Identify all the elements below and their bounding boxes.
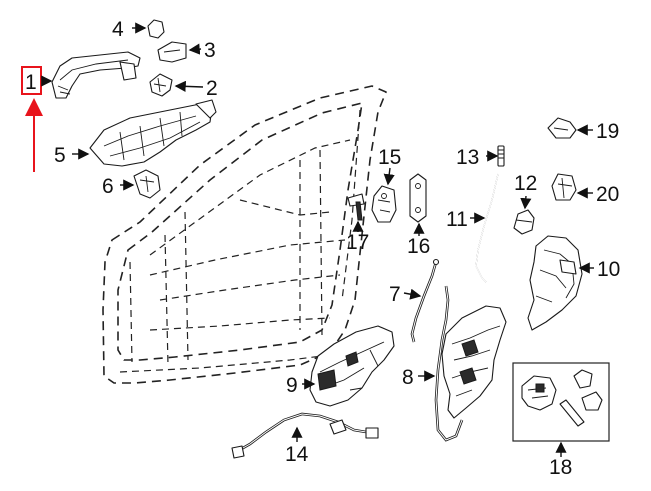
part-10-latch-cover[interactable] (527, 235, 583, 331)
callout-13: 13 (456, 146, 479, 169)
part-2-handle-bracket[interactable] (149, 73, 173, 97)
callout-10: 10 (597, 258, 620, 281)
part-18-repair-kit[interactable] (512, 362, 610, 442)
part-3-cover-cap[interactable] (157, 41, 187, 63)
part-19-clip[interactable] (547, 117, 577, 139)
part-15-striker-bracket[interactable] (371, 185, 397, 223)
part-16-shim-plate[interactable] (409, 173, 427, 223)
callout-17: 17 (346, 231, 369, 254)
part-1-outside-handle[interactable] (51, 51, 141, 99)
callout-5: 5 (54, 144, 66, 167)
callout-7: 7 (389, 283, 401, 306)
callout-11: 11 (446, 208, 468, 231)
part-14-inside-handle-cable[interactable] (231, 412, 379, 459)
part-9-latch-bracket[interactable] (309, 325, 395, 407)
part-20-bracket[interactable] (551, 173, 577, 201)
part-8-door-latch[interactable] (434, 285, 507, 442)
callout-4: 4 (112, 18, 124, 41)
callout-20: 20 (596, 183, 619, 206)
callout-9: 9 (286, 374, 298, 397)
part-12-grommet[interactable] (513, 209, 535, 235)
door-frame-outline (102, 85, 387, 384)
callout-3: 3 (204, 39, 216, 62)
callout-14: 14 (285, 443, 309, 466)
callout-1: 1 (25, 71, 37, 94)
callout-18: 18 (549, 456, 572, 479)
callout-6: 6 (102, 175, 114, 198)
callout-2: 2 (206, 77, 218, 100)
part-11-lock-rod[interactable] (475, 173, 499, 283)
highlight-part-1 (21, 66, 43, 172)
callout-12: 12 (514, 172, 537, 195)
part-4-lock-cylinder-cap[interactable] (147, 19, 165, 39)
callout-15: 15 (378, 146, 401, 169)
callout-19: 19 (596, 120, 619, 143)
part-13-lock-rod-end[interactable] (497, 145, 505, 167)
part-6-handle-clip[interactable] (133, 169, 161, 199)
part-7-release-cable[interactable] (410, 258, 440, 343)
part-5-handle-carrier[interactable] (89, 99, 217, 167)
part-17-bolt[interactable] (347, 193, 365, 221)
callout-8: 8 (402, 366, 414, 389)
callout-16: 16 (407, 235, 430, 258)
